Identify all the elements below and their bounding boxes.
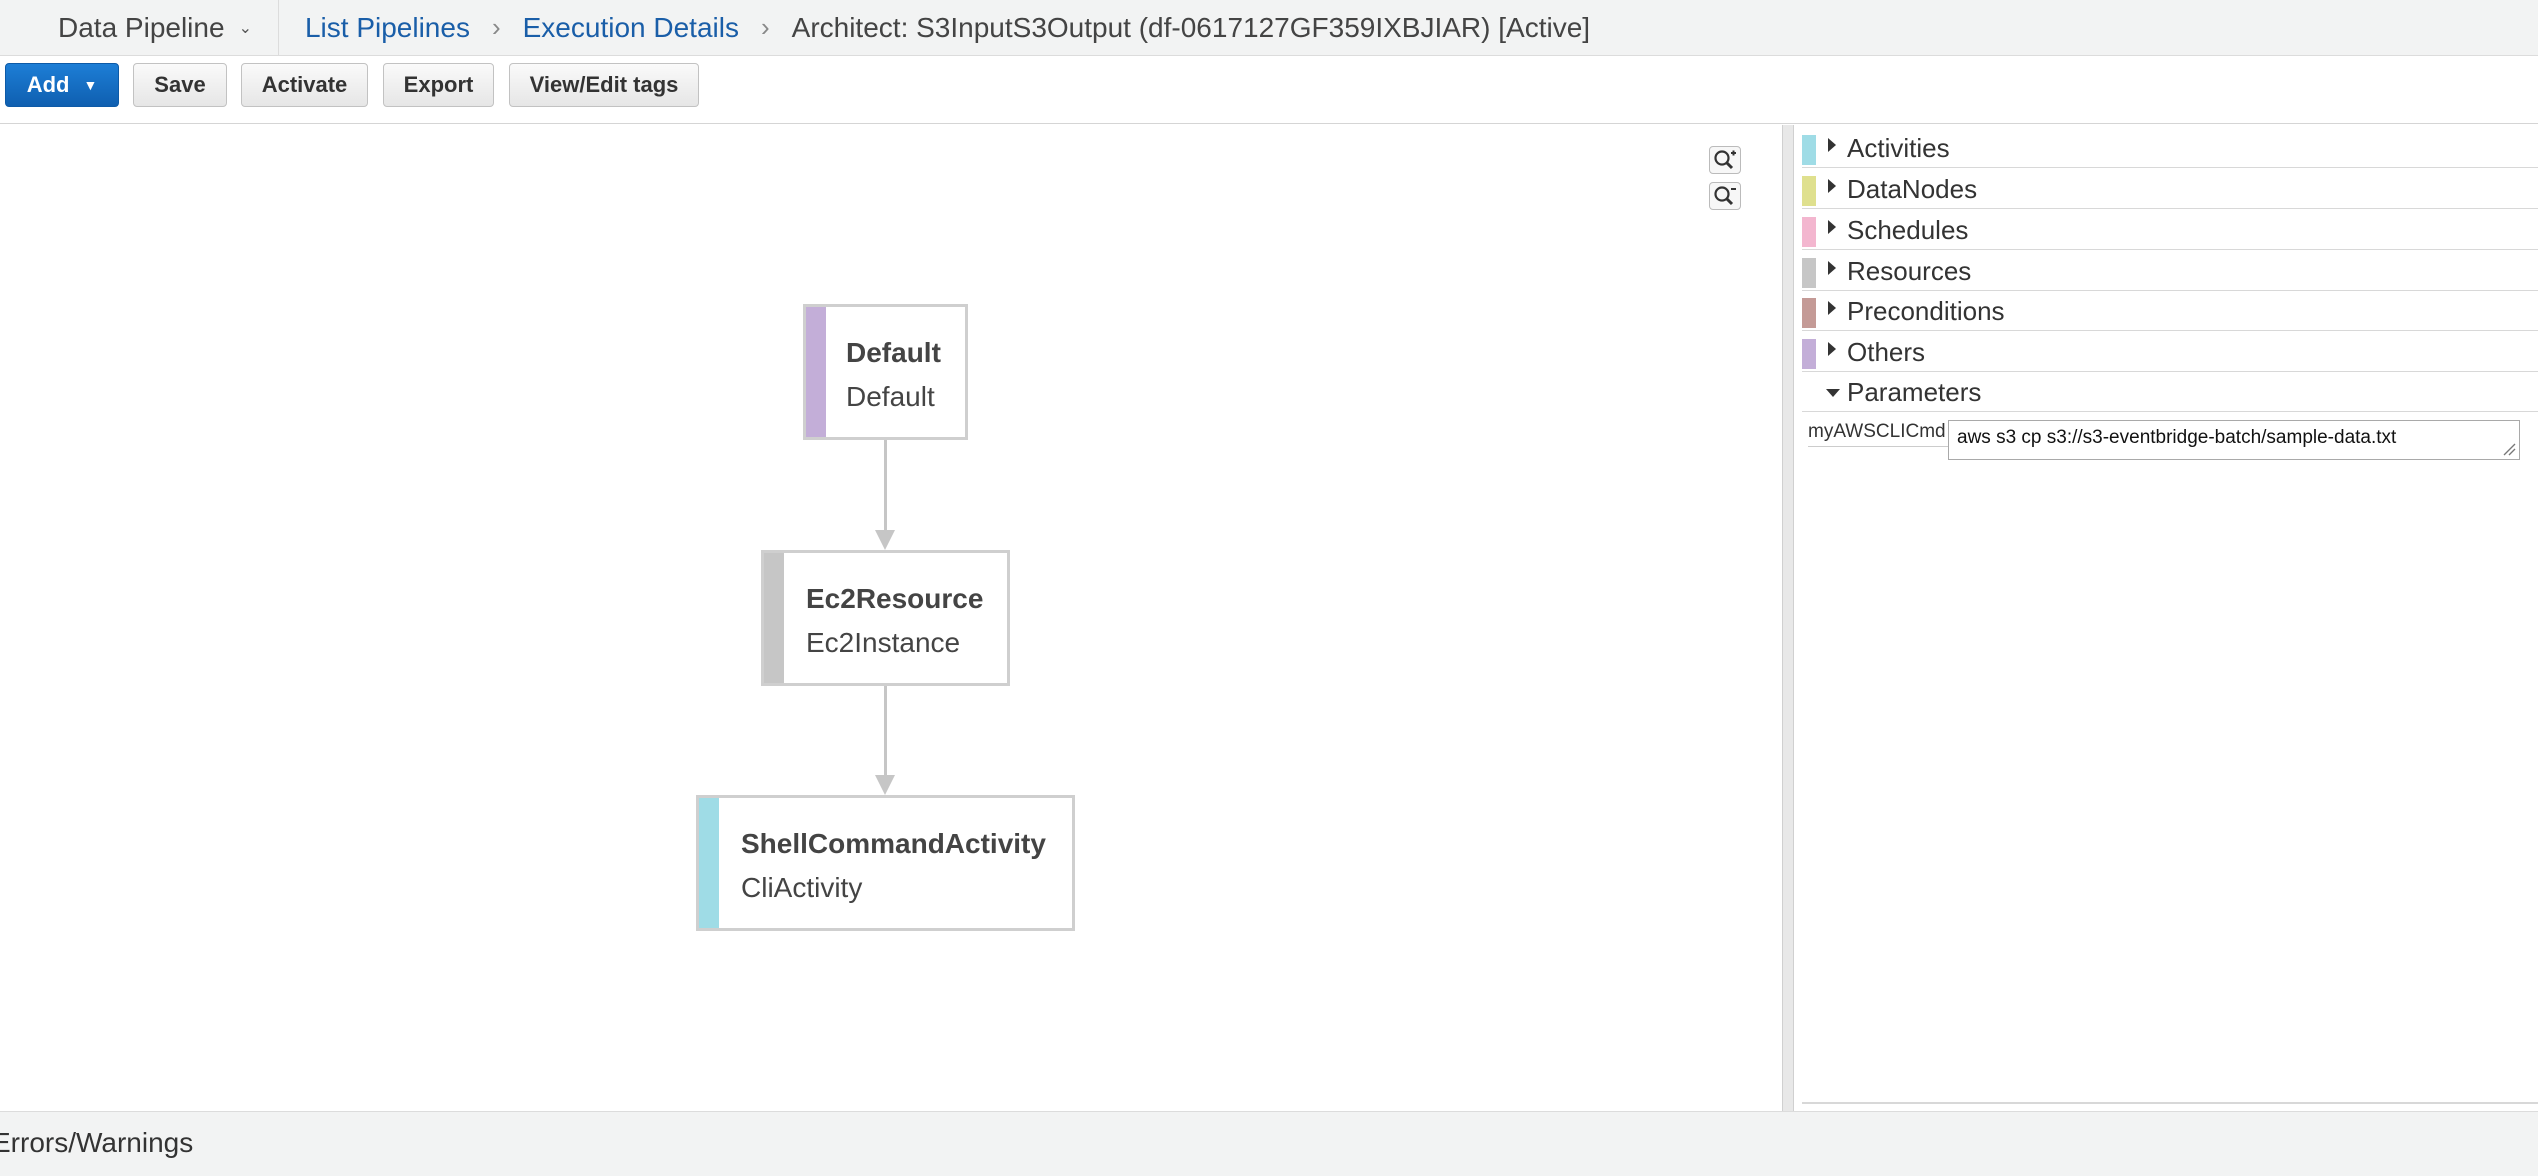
edge-line: [884, 440, 887, 532]
node-color-bar: [806, 307, 826, 437]
chevron-down-icon: ⌄: [238, 19, 252, 37]
node-color-bar: [764, 553, 784, 683]
node-name: Default: [846, 337, 941, 368]
expand-triangle-icon: [1828, 179, 1836, 193]
resize-handle-icon[interactable]: [2502, 442, 2516, 456]
expand-triangle-icon: [1828, 261, 1836, 275]
toolbar: [0, 56, 2538, 124]
node-color-bar: [699, 798, 719, 928]
divider: [1802, 1102, 2538, 1104]
add-button[interactable]: Add ▼: [5, 63, 119, 107]
pipeline-node-shellcommandactivity[interactable]: ShellCommandActivity CliActivity: [696, 795, 1075, 931]
service-label: Data Pipeline: [58, 11, 225, 43]
zoom-in-icon[interactable]: [1709, 146, 1741, 174]
collapse-triangle-icon: [1826, 389, 1840, 397]
errors-warnings-label: Errors/Warnings: [0, 1127, 194, 1158]
parameter-value-field[interactable]: aws s3 cp s3://s3-eventbridge-batch/samp…: [1948, 420, 2520, 460]
chevron-right-icon: ›: [760, 12, 770, 42]
breadcrumb-list-pipelines[interactable]: List Pipelines: [304, 11, 470, 43]
expand-triangle-icon: [1828, 220, 1836, 234]
chevron-right-icon: ›: [491, 12, 501, 42]
node-type: Ec2Instance: [806, 627, 961, 658]
pipeline-node-default[interactable]: Default Default: [803, 304, 968, 440]
section-label: DataNodes: [1847, 174, 1978, 204]
expand-triangle-icon: [1828, 138, 1836, 152]
expand-triangle-icon: [1828, 342, 1836, 356]
edge-line: [884, 686, 887, 777]
section-label: Resources: [1847, 256, 1972, 286]
properties-panel: Activities DataNodes Schedules Resources…: [1794, 125, 2538, 1111]
add-button-label: Add: [26, 72, 70, 97]
page-title: Architect: S3InputS3Output (df-0617127GF…: [791, 11, 1591, 43]
section-label: Parameters: [1847, 377, 1982, 407]
caret-down-icon: ▼: [83, 77, 98, 93]
section-label: Schedules: [1847, 215, 1969, 245]
view-edit-tags-button[interactable]: View/Edit tags: [509, 63, 699, 107]
color-swatch: [1802, 217, 1816, 247]
section-activities[interactable]: Activities: [1802, 129, 2538, 168]
node-name: Ec2Resource: [806, 583, 984, 614]
section-label: Others: [1847, 337, 1926, 367]
arrow-down-icon: [875, 775, 895, 795]
section-preconditions[interactable]: Preconditions: [1802, 292, 2538, 331]
color-swatch: [1802, 176, 1816, 206]
color-swatch: [1802, 258, 1816, 288]
pipeline-node-ec2resource[interactable]: Ec2Resource Ec2Instance: [761, 550, 1010, 686]
color-swatch: [1802, 339, 1816, 369]
node-name: ShellCommandActivity: [741, 828, 1046, 859]
section-label: Activities: [1847, 133, 1950, 163]
section-parameters[interactable]: Parameters: [1802, 373, 2538, 412]
save-button[interactable]: Save: [133, 63, 227, 107]
node-type: Default: [846, 381, 935, 412]
node-type: CliActivity: [741, 872, 863, 903]
service-menu[interactable]: Data Pipeline ⌄: [58, 12, 252, 44]
activate-button[interactable]: Activate: [241, 63, 368, 107]
arrow-down-icon: [875, 530, 895, 550]
color-swatch: [1802, 298, 1816, 328]
section-schedules[interactable]: Schedules: [1802, 211, 2538, 250]
expand-triangle-icon: [1828, 301, 1836, 315]
errors-warnings-bar[interactable]: Errors/Warnings: [0, 1111, 2538, 1176]
section-resources[interactable]: Resources: [1802, 252, 2538, 291]
zoom-out-icon[interactable]: [1709, 182, 1741, 210]
export-button[interactable]: Export: [383, 63, 494, 107]
breadcrumb-execution-details[interactable]: Execution Details: [522, 11, 739, 43]
divider: [277, 0, 279, 56]
breadcrumb: Data Pipeline ⌄ List Pipelines › Executi…: [0, 0, 2538, 56]
parameter-value: aws s3 cp s3://s3-eventbridge-batch/samp…: [1957, 427, 2397, 448]
section-others[interactable]: Others: [1802, 333, 2538, 372]
section-datanodes[interactable]: DataNodes: [1802, 170, 2538, 209]
parameter-label: myAWSCLICmd: [1808, 421, 1952, 447]
panel-splitter[interactable]: [1782, 125, 1794, 1111]
section-label: Preconditions: [1847, 296, 2005, 326]
color-swatch: [1802, 135, 1816, 165]
